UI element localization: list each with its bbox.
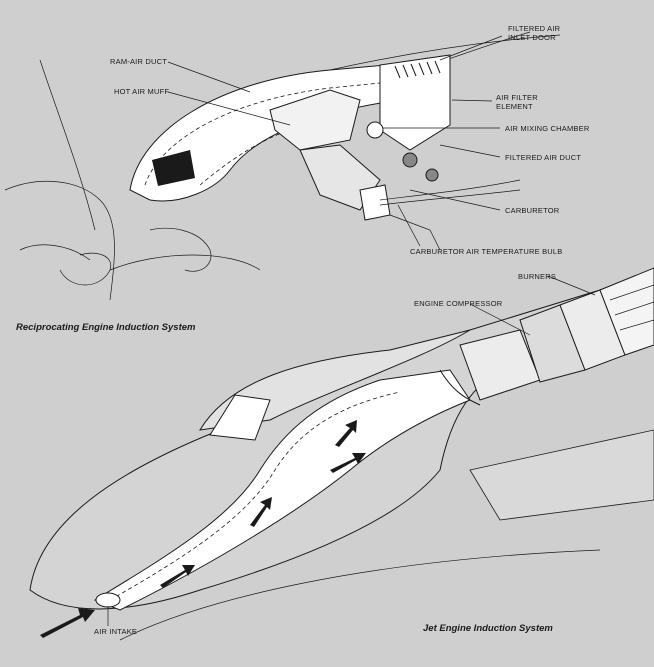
caption-jet-engine: Jet Engine Induction System <box>423 623 553 634</box>
jet-engine-illustration <box>29 267 654 641</box>
hot-air-muff-shape <box>269 89 361 151</box>
cowling-outline <box>19 244 91 261</box>
air-filter-box <box>379 54 451 151</box>
burner-tube-line <box>619 319 654 331</box>
caption-reciprocating-engine: Reciprocating Engine Induction System <box>16 322 196 333</box>
label-ram-air-duct: RAM-AIR DUCT <box>110 57 167 66</box>
top-leader-lines <box>167 35 503 247</box>
fuselage-line <box>329 34 561 71</box>
cowling-outline <box>39 59 96 231</box>
label-carburetor: CARBURETOR <box>505 206 560 215</box>
carburetor-body <box>359 184 391 221</box>
label-line: FILTERED AIR <box>508 24 561 33</box>
airflow-arrow-icon <box>250 497 272 527</box>
intake-duct-dashed-edge <box>109 391 401 601</box>
label-carburetor-air-temperature-bulb: CARBURETOR AIR TEMPERATURE BULB <box>410 247 563 256</box>
label-air-intake: AIR INTAKE <box>94 627 138 636</box>
mixing-valve <box>366 121 384 139</box>
label-line: ELEMENT <box>496 102 533 111</box>
wing-shape <box>469 429 654 521</box>
label-air-mixing-chamber: AIR MIXING CHAMBER <box>505 124 590 133</box>
bottom-leader-lines <box>107 275 596 626</box>
label-line: AIR FILTER <box>496 93 538 102</box>
duct-flange <box>425 168 439 182</box>
cowling-outline <box>59 252 112 286</box>
airflow-arrow-icon <box>40 608 95 638</box>
airflow-arrow-icon <box>330 453 366 473</box>
label-filtered-air-duct: FILTERED AIR DUCT <box>505 153 582 162</box>
airflow-arrow-icon <box>160 565 195 588</box>
cowling-outline <box>4 180 115 301</box>
ram-air-duct-dashed-edge <box>144 79 411 186</box>
control-rod <box>379 179 521 201</box>
airflow-arrow-icon <box>335 420 357 447</box>
fuselage-line <box>439 31 531 63</box>
reciprocating-engine-illustration <box>4 31 561 301</box>
cutaway-edge <box>439 369 481 406</box>
label-air-filter-element: AIR FILTER ELEMENT <box>496 93 538 111</box>
burner-tube-line <box>609 284 654 301</box>
label-hot-air-muff: HOT AIR MUFF <box>114 87 170 96</box>
cowling-outline <box>149 227 212 272</box>
label-line: INLET DOOR <box>508 33 556 42</box>
inlet-door-louvers <box>394 60 441 79</box>
airflow-arrows <box>40 420 366 638</box>
label-burners: BURNERS <box>518 272 557 281</box>
label-filtered-air-inlet-door: FILTERED AIR INLET DOOR <box>508 24 560 42</box>
burner-tube-line <box>614 301 654 316</box>
air-intake-opening <box>95 592 121 608</box>
cowling-outline <box>109 254 261 271</box>
windscreen <box>209 394 271 441</box>
control-rod <box>389 214 441 251</box>
ram-air-duct-opening <box>152 150 195 186</box>
duct-flange <box>402 152 418 168</box>
lower-wing-line <box>119 549 601 641</box>
label-engine-compressor: ENGINE COMPRESSOR <box>414 299 503 308</box>
